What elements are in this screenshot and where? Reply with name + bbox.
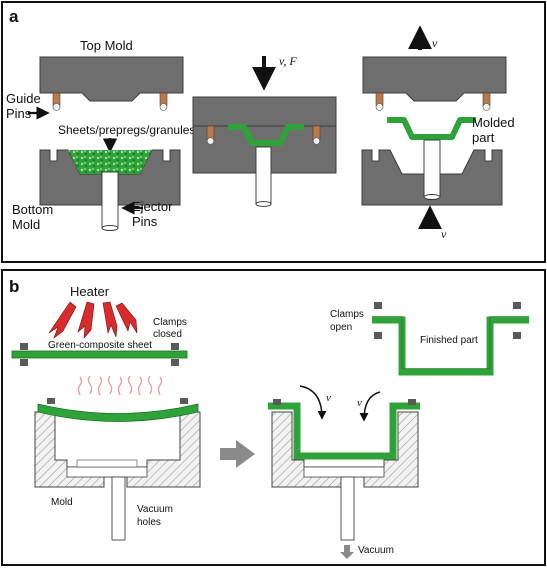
ejector-pins-label-line2: Pins <box>132 214 158 229</box>
clamps-closed-label-line2: closed <box>153 329 182 340</box>
vacuum-holes-label-line1: Vacuum <box>137 504 173 515</box>
open-arrow-label: v <box>432 36 438 50</box>
clamps-closed-label-line1: Clamps <box>153 317 187 328</box>
ejector-pins-label-line1: Ejector <box>132 199 173 214</box>
vacuum-label: Vacuum <box>358 545 394 556</box>
press-arrow-label: v, F <box>279 54 297 68</box>
panel-a-frame <box>1 1 546 263</box>
flow-arrow-left <box>299 385 327 420</box>
ejector-pin-end-3 <box>423 194 441 200</box>
molded-part-label-line2: part <box>472 130 495 145</box>
guide-pins-label-line2: Pins <box>6 106 32 121</box>
guide-pin-left-tip-3 <box>375 103 384 111</box>
vacuum-holes-label-line2: holes <box>137 517 161 528</box>
vacuum-holes-left <box>76 459 138 468</box>
eject-arrow-label: v <box>441 227 447 241</box>
molded-part-label-line1: Molded <box>472 115 515 130</box>
heat-wisp-7 <box>137 376 143 396</box>
clamp-formed-right-top <box>408 399 416 405</box>
heat-wisp-4 <box>107 375 113 395</box>
heat-wisps <box>77 375 163 396</box>
heater-ray-1 <box>48 301 77 339</box>
vacuum-pipe-right <box>340 476 355 541</box>
heater-ray-4 <box>115 302 138 334</box>
heater-ray-2 <box>77 301 95 339</box>
heat-wisp-1 <box>77 376 83 396</box>
guide-pin-left-tip-1 <box>52 103 61 111</box>
clamp-open-left-top <box>374 302 382 309</box>
clamp-formed-left-top <box>273 399 281 405</box>
heater-label: Heater <box>70 284 110 299</box>
clamp-open-right-top <box>513 302 521 309</box>
panel-b-letter: b <box>9 277 19 296</box>
vacuum-plenum-left <box>66 466 148 478</box>
vacuum-arrow <box>340 545 354 559</box>
sheets-label: Sheets/prepregs/granules <box>58 123 195 137</box>
flow-arrow-right <box>359 391 381 422</box>
charge-granules <box>68 150 152 174</box>
heater-rays <box>48 301 138 339</box>
finished-part <box>372 316 529 376</box>
ejector-pin-end-2 <box>255 201 272 207</box>
panel-a-letter: a <box>9 7 19 26</box>
ejector-pin-2 <box>255 146 272 205</box>
bottom-mold-label-line1: Bottom <box>12 202 53 217</box>
clamp-open-right-bottom <box>513 332 521 339</box>
molded-part-ejected <box>387 117 476 140</box>
green-composite-sheet-label: Green-composite sheet <box>48 340 152 351</box>
guide-pins-label-line1: Guide <box>6 91 41 106</box>
clamp-mold-right-top <box>180 398 188 404</box>
ejector-pin-1 <box>101 171 119 229</box>
heat-wisp-3 <box>97 376 103 396</box>
clamps-open-label-line2: open <box>330 322 352 333</box>
process-arrow <box>220 440 255 468</box>
clamp-sheet-right-top <box>171 343 179 350</box>
guide-pin-right-tip-2 <box>312 137 321 145</box>
vacuum-pipe-left <box>111 476 126 541</box>
finished-part-outline <box>372 316 529 369</box>
molded-part-pressed <box>228 124 304 146</box>
formed-sheet <box>268 402 420 460</box>
ejector-pin-3 <box>423 139 441 198</box>
ejector-pin-end-1 <box>101 225 119 231</box>
clamp-sheet-left-top <box>20 343 28 350</box>
clamp-sheet-left-bottom <box>20 359 28 366</box>
clamp-mold-left-top <box>47 398 55 404</box>
guide-pin-right-tip-1 <box>159 103 168 111</box>
green-composite-sheet <box>11 350 188 359</box>
clamp-open-left-bottom <box>374 332 382 339</box>
guide-pin-left-tip-2 <box>206 137 215 145</box>
flow-arrow-right-label: v <box>357 397 362 409</box>
heat-wisp-9 <box>157 376 163 396</box>
heat-wisp-8 <box>147 375 153 395</box>
mold-label: Mold <box>51 497 73 508</box>
guide-pin-right-tip-3 <box>482 103 491 111</box>
sagging-sheet <box>37 403 199 422</box>
heater-ray-3 <box>102 301 118 338</box>
heat-wisp-5 <box>117 376 123 396</box>
flow-arrow-left-label: v <box>326 392 331 404</box>
heat-wisp-6 <box>127 375 133 395</box>
bottom-mold-label-line2: Mold <box>12 217 40 232</box>
vacuum-plenum-right <box>303 466 385 478</box>
top-mold-label: Top Mold <box>80 38 133 53</box>
clamps-open-label-line1: Clamps <box>330 309 364 320</box>
clamp-sheet-right-bottom <box>171 359 179 366</box>
heat-wisp-2 <box>87 375 93 395</box>
panel-b-frame <box>1 269 546 566</box>
finished-part-label: Finished part <box>420 335 478 346</box>
